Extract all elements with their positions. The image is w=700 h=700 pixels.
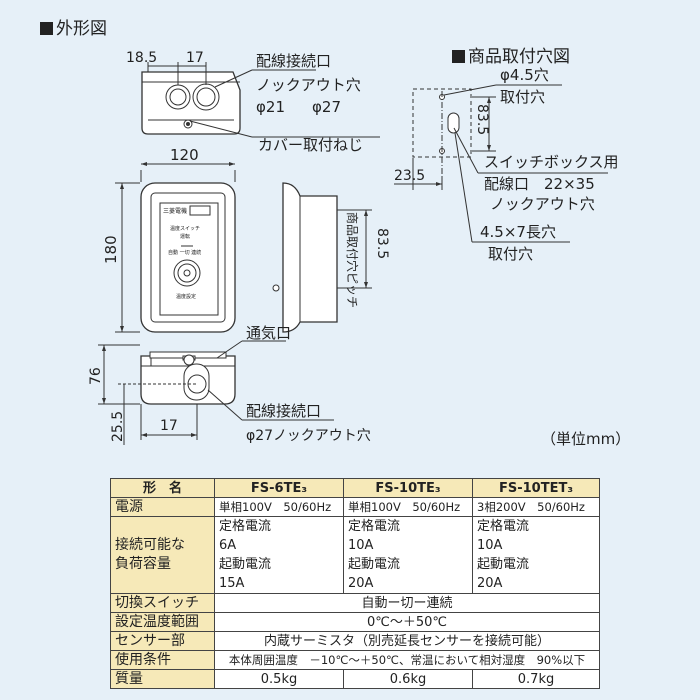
rated-label: 定格電流 xyxy=(348,519,401,534)
dim-17-bottom: 17 xyxy=(160,418,178,434)
slot-label: 4.5×7長穴 xyxy=(480,223,556,241)
dim-17-top: 17 xyxy=(186,50,204,66)
rated-value: 10A xyxy=(477,538,503,553)
dim-120: 120 xyxy=(170,146,199,164)
rated-label: 定格電流 xyxy=(219,519,272,534)
table-cell: 単相100V 50/60Hz xyxy=(343,497,473,517)
dim-18-5: 18.5 xyxy=(126,50,157,66)
outline-title-text: 外形図 xyxy=(56,19,107,39)
knockout-phi27-label: φ27ノックアウト穴 xyxy=(246,428,371,444)
table-cell: 本体周囲温度 －10℃～＋50℃、常温において相対湿度 90%以下 xyxy=(214,650,600,670)
panel-label-1: 温度スイッチ xyxy=(170,225,200,232)
phi21-label: φ21 xyxy=(256,98,285,116)
knockout-label: ノックアウト穴 xyxy=(490,195,595,213)
rated-label: 定格電流 xyxy=(477,519,530,534)
dim-23-5: 23.5 xyxy=(394,168,425,184)
table-row: 設定温度範囲 0℃～＋50℃ xyxy=(110,612,600,632)
phi4-5-label: φ4.5穴 xyxy=(500,66,549,84)
row-label: センサー部 xyxy=(110,631,215,651)
vent-label: 通気口 xyxy=(246,324,291,342)
row-label: 使用条件 xyxy=(110,650,215,670)
table-row: 接続可能な 負荷容量 定格電流 6A 起動電流 15A 定格電流 10A 起動電流 20… xyxy=(110,516,600,594)
table-cell: 定格電流 6A 起動電流 15A xyxy=(214,516,344,594)
slot-mount-label: 取付穴 xyxy=(488,245,533,263)
square-bullet-icon xyxy=(40,22,53,35)
start-label: 起動電流 xyxy=(219,557,272,572)
table-header-cell: FS-6TE₃ xyxy=(214,478,344,498)
start-value: 20A xyxy=(477,576,503,591)
start-label: 起動電流 xyxy=(348,557,401,572)
dim-180: 180 xyxy=(102,235,120,264)
start-value: 20A xyxy=(348,576,374,591)
knockout-hole-label: ノックアウト穴 xyxy=(256,76,361,94)
dim-83-5-side: 83.5 xyxy=(374,228,390,259)
table-cell: 0.5kg xyxy=(214,669,344,689)
rated-value: 6A xyxy=(219,538,237,553)
table-cell: 0℃～＋50℃ xyxy=(214,612,600,632)
switch-box-label: スイッチボックス用 xyxy=(484,153,619,171)
start-value: 15A xyxy=(219,576,245,591)
start-label: 起動電流 xyxy=(477,557,530,572)
table-header-cell: 形 名 xyxy=(110,478,215,498)
table-row: 電源 単相100V 50/60Hz 単相100V 50/60Hz 3相200V … xyxy=(110,497,600,517)
panel-brand: 三菱電機 xyxy=(163,207,187,215)
table-cell: 定格電流 10A 起動電流 20A xyxy=(343,516,473,594)
row-label: 接続可能な 負荷容量 xyxy=(110,516,215,594)
arrowheads xyxy=(102,97,491,437)
table-row: 切換スイッチ 自動ー切ー連続 xyxy=(110,593,600,613)
mount-hole-label: 取付穴 xyxy=(500,88,545,106)
table-header-cell: FS-10TET₃ xyxy=(472,478,600,498)
row-label-line: 接続可能な xyxy=(115,537,185,553)
pitch-label: 商品取付穴ピッチ xyxy=(345,212,360,308)
mount-title-text: 商品取付穴図 xyxy=(468,47,570,67)
wiring-box-label: 配線口 22×35 xyxy=(484,175,595,193)
mount-title: 商品取付穴図 xyxy=(452,42,570,67)
panel-label-3: 自動 一切 連続 xyxy=(168,249,201,256)
dim-25-5: 25.5 xyxy=(110,411,126,442)
table-row: 使用条件 本体周囲温度 －10℃～＋50℃、常温において相対湿度 90%以下 xyxy=(110,650,600,670)
row-label-line: 負荷容量 xyxy=(115,556,171,572)
table-row: 質量 0.5kg 0.6kg 0.7kg xyxy=(110,669,600,689)
table-header-cell: FS-10TE₃ xyxy=(343,478,473,498)
table-cell: 0.6kg xyxy=(343,669,473,689)
spec-table: 形 名 FS-6TE₃ FS-10TE₃ FS-10TET₃ 電源 単相100V… xyxy=(110,478,600,689)
table-cell: 0.7kg xyxy=(472,669,600,689)
dim-76: 76 xyxy=(88,367,104,385)
table-cell: 3相200V 50/60Hz xyxy=(472,497,600,517)
bottom-view xyxy=(98,340,334,445)
cover-screw-label: カバー取付ねじ xyxy=(258,136,363,154)
square-bullet-icon xyxy=(452,50,465,63)
table-cell: 内蔵サーミスタ（別売延長センサーを接続可能） xyxy=(214,631,600,651)
panel-label-4: 温度設定 xyxy=(176,293,196,300)
phi27-label: φ27 xyxy=(312,98,341,116)
table-cell: 単相100V 50/60Hz xyxy=(214,497,344,517)
front-view xyxy=(115,163,236,333)
table-header-row: 形 名 FS-6TE₃ FS-10TE₃ FS-10TET₃ xyxy=(110,478,600,498)
wiring-port-label: 配線接続口 xyxy=(256,52,331,70)
table-cell: 定格電流 10A 起動電流 20A xyxy=(472,516,600,594)
row-label: 切換スイッチ xyxy=(110,593,215,613)
row-label: 設定温度範囲 xyxy=(110,612,215,632)
top-view xyxy=(141,62,380,138)
panel-label-2: 運転 xyxy=(180,234,190,240)
mount-hole-drawing xyxy=(394,84,608,243)
row-label: 質量 xyxy=(110,669,215,689)
row-label: 電源 xyxy=(110,497,215,517)
table-row: センサー部 内蔵サーミスタ（別売延長センサーを接続可能） xyxy=(110,631,600,651)
table-cell: 自動ー切ー連続 xyxy=(214,593,600,613)
wiring-port-label-2: 配線接続口 xyxy=(246,402,321,420)
dim-83-5-mount: 83.5 xyxy=(474,104,490,135)
rated-value: 10A xyxy=(348,538,374,553)
unit-label: （単位mm） xyxy=(541,430,631,448)
side-view xyxy=(272,182,372,333)
outline-title: 外形図 xyxy=(40,14,107,39)
